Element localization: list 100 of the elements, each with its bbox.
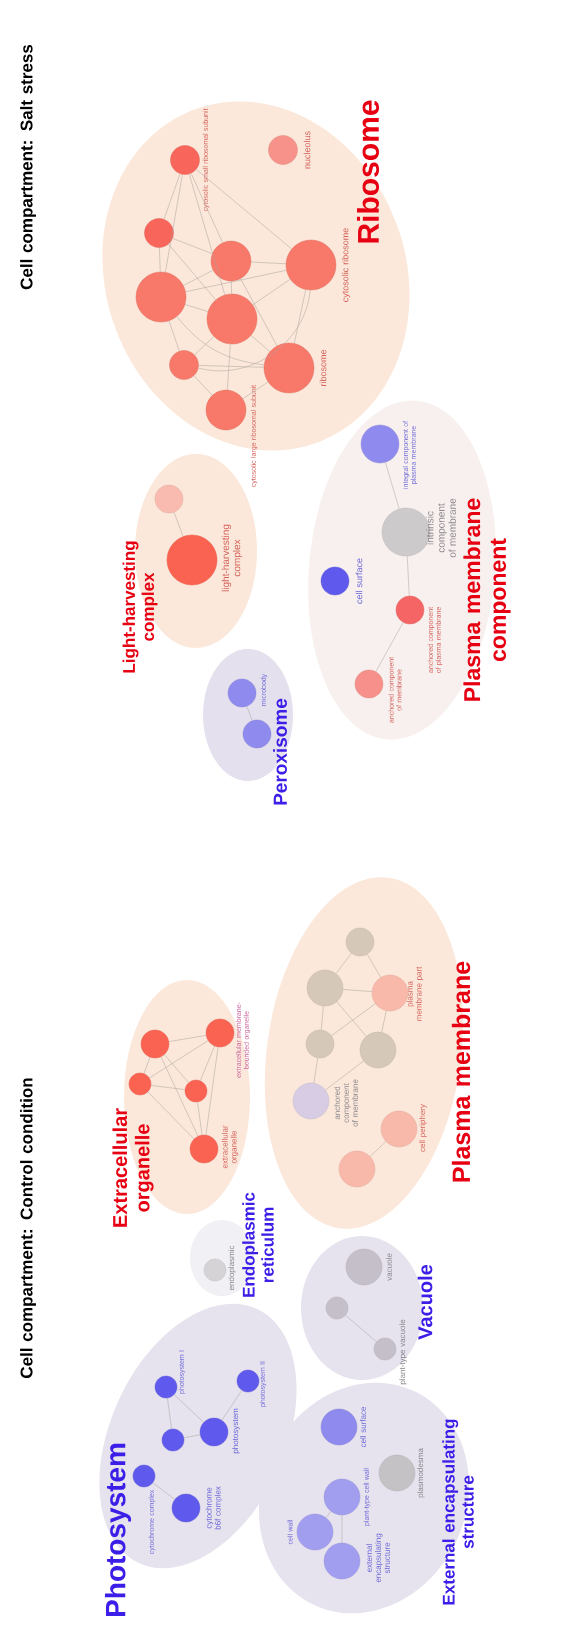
network-edge: [250, 335, 271, 352]
network-edge: [164, 1054, 189, 1083]
term-circle: [206, 293, 258, 345]
network-edge: [294, 289, 306, 344]
network-edge: [183, 270, 214, 286]
term-label: cytochrome b6f complex: [205, 1486, 223, 1530]
network-edge: [335, 953, 352, 974]
term-circle: [169, 350, 199, 380]
network-edge: [198, 365, 265, 368]
term-circle: [325, 1296, 349, 1320]
term-circle: [144, 218, 174, 248]
term-circle: [359, 1031, 397, 1069]
term-label: cell surface: [355, 558, 363, 604]
cluster-title: External encapsulating structure: [442, 1419, 474, 1605]
term-circle: [210, 240, 252, 282]
network-edge: [366, 954, 381, 978]
network-edge: [172, 238, 213, 254]
network-edge: [345, 1315, 377, 1342]
network-edge: [152, 1482, 175, 1500]
network-edge: [321, 1005, 324, 1031]
term-label: vacuole: [386, 1253, 392, 1281]
term-circle: [338, 1150, 376, 1188]
cluster-title: Photosystem: [104, 1443, 132, 1617]
cluster-title: Extracellular organelle: [112, 1108, 154, 1227]
term-circle: [345, 927, 375, 957]
network-edge: [385, 462, 400, 510]
term-circle: [305, 1029, 335, 1059]
network-edge: [194, 336, 215, 356]
cluster-title: Peroxisome: [273, 698, 287, 805]
network-edge: [193, 375, 213, 396]
network-edge: [167, 1397, 172, 1430]
network-edge: [325, 1511, 332, 1518]
network-edge: [231, 280, 232, 295]
network-edge: [331, 1003, 376, 1036]
term-label: extracellular organelle: [221, 1125, 239, 1169]
network-edge: [159, 247, 161, 273]
term-label: plasma membrane part: [406, 966, 424, 1021]
network-edge: [375, 622, 404, 672]
term-circle: [306, 969, 344, 1007]
network-edge: [240, 278, 278, 347]
network-edge: [196, 169, 292, 250]
term-label: endoplasmic: [228, 1245, 236, 1291]
term-label: nucleolus: [303, 131, 311, 169]
network-edge: [188, 173, 226, 296]
term-circle: [140, 1029, 170, 1059]
term-label: cytosolic ribosome: [341, 228, 351, 302]
network-edge: [163, 173, 181, 220]
term-label: external encapsulating structure: [366, 1533, 390, 1583]
network-edge: [168, 320, 180, 352]
network-edge: [176, 316, 265, 366]
network-edge: [342, 989, 373, 992]
term-label: anchored component of membrane: [334, 1079, 358, 1127]
cluster-title: Vacuole: [417, 1264, 433, 1340]
network-edge: [198, 289, 311, 372]
term-label: cell surface: [360, 1406, 366, 1448]
term-label: ribosome: [319, 349, 327, 386]
network-edge: [143, 1057, 151, 1074]
term-circle: [161, 1428, 185, 1452]
cluster-title: Light-harvesting complex: [122, 541, 158, 673]
term-label: cell periphery: [419, 1104, 427, 1152]
network-edge: [407, 555, 410, 597]
term-label: intrinsic component of membrane: [426, 498, 456, 558]
network-edge: [313, 1057, 319, 1084]
term-label: photosystem: [232, 1408, 240, 1454]
cluster-title: Plasma membrane: [451, 961, 471, 1182]
network-edge: [246, 706, 253, 721]
network-edge: [381, 1010, 387, 1033]
term-circle: [154, 484, 184, 514]
term-circle: [128, 1072, 152, 1096]
network-edge: [184, 304, 209, 312]
network-edge: [205, 1046, 219, 1136]
term-circle: [184, 1079, 208, 1103]
term-label: plasmodesma: [417, 1448, 425, 1498]
network-edge: [173, 1394, 204, 1423]
network-edge: [190, 173, 223, 243]
network-edge: [227, 343, 231, 391]
network-edge: [325, 1060, 364, 1091]
network-edge: [242, 381, 269, 400]
network-edge: [149, 1040, 209, 1079]
term-circle: [242, 719, 272, 749]
network-edge: [168, 1035, 207, 1042]
network-edge: [197, 1101, 203, 1136]
panel-title: Cell compartment: Control condition: [20, 1078, 36, 1378]
network-edge: [200, 1045, 215, 1081]
network-edge: [173, 512, 184, 537]
network-edge: [252, 279, 291, 306]
network-edge: [183, 1434, 201, 1439]
network-edge: [165, 174, 183, 273]
network-edge: [185, 270, 287, 292]
network-edge: [147, 1091, 195, 1140]
cluster-title: Endoplasmic reticulum: [242, 1192, 274, 1297]
cluster-title: Plasma membrane component: [463, 498, 511, 701]
network-edge: [221, 1390, 243, 1421]
network-edge: [336, 1001, 367, 1037]
cluster-title: Ribosome: [357, 100, 379, 243]
network-edge: [168, 243, 216, 301]
panel-title: Cell compartment: Salt stress: [20, 44, 36, 290]
network-edge: [150, 1085, 186, 1090]
network-edge: [250, 261, 287, 264]
network-edge: [160, 1056, 199, 1137]
